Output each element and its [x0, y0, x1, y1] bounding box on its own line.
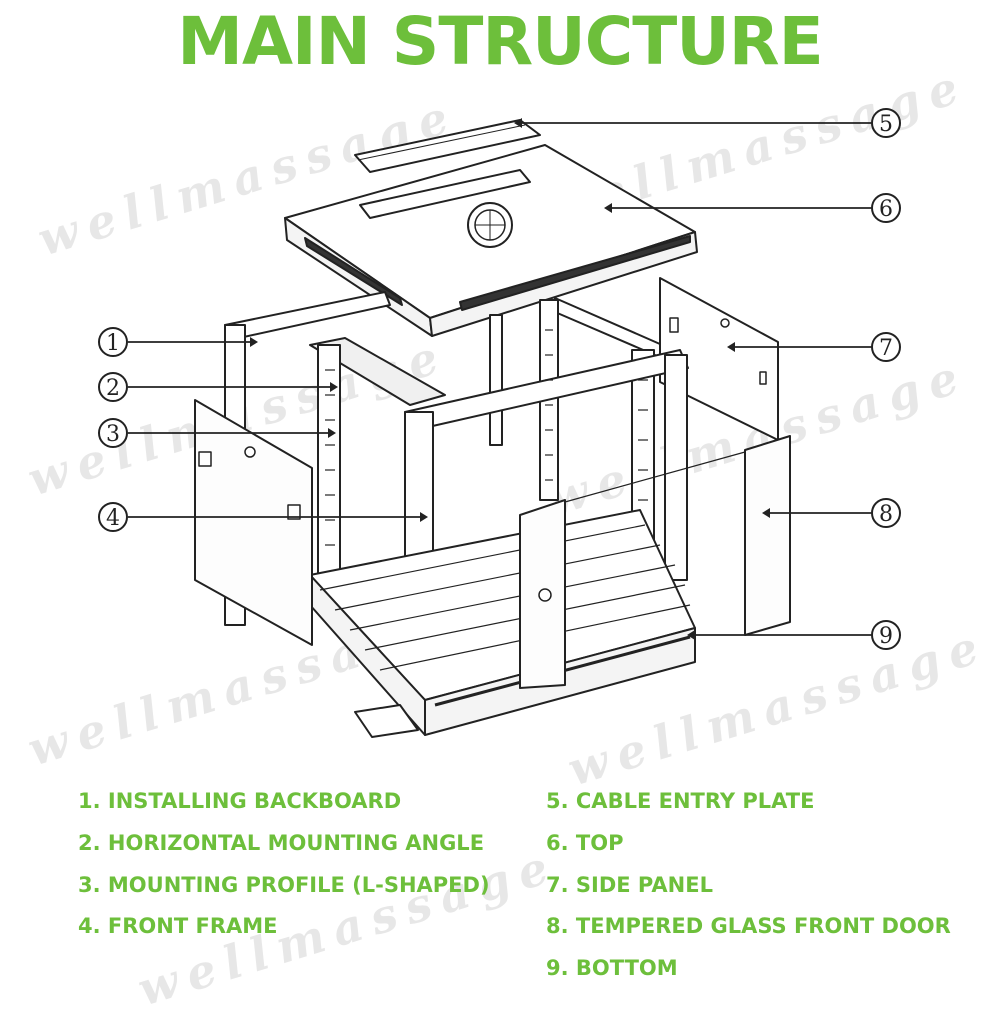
callout-5: 5 — [879, 112, 893, 137]
left-side-panel-part — [194, 399, 313, 646]
legend-item-3: 3. MOUNTING PROFILE (L-SHAPED) — [78, 873, 490, 897]
top-cover-part — [284, 144, 698, 337]
callout-9: 9 — [879, 624, 893, 649]
legend-item-7: 7. SIDE PANEL — [546, 873, 713, 897]
cable-entry-plate-part — [354, 119, 541, 173]
glass-front-door-part — [519, 435, 791, 689]
legend-item-4: 4. FRONT FRAME — [78, 914, 278, 938]
legend-item-2: 2. HORIZONTAL MOUNTING ANGLE — [78, 831, 485, 855]
callout-4: 4 — [106, 506, 120, 531]
bottom-part — [309, 509, 696, 738]
callout-2: 2 — [106, 376, 120, 401]
page-title: MAIN STRUCTURE — [177, 3, 823, 80]
callout-1: 1 — [106, 331, 120, 356]
callout-6: 6 — [879, 197, 893, 222]
legend-item-6: 6. TOP — [546, 831, 624, 855]
exploded-cabinet-diagram: 1 2 3 4 5 6 7 8 9 — [98, 108, 901, 738]
legend-item-8: 8. TEMPERED GLASS FRONT DOOR — [546, 914, 951, 938]
callout-8: 8 — [879, 502, 893, 527]
callout-7: 7 — [879, 336, 893, 361]
legend-item-1: 1. INSTALLING BACKBOARD — [78, 789, 402, 813]
legend-item-5: 5. CABLE ENTRY PLATE — [546, 789, 815, 813]
legend-item-9: 9. BOTTOM — [546, 956, 678, 980]
callout-3: 3 — [106, 422, 120, 447]
